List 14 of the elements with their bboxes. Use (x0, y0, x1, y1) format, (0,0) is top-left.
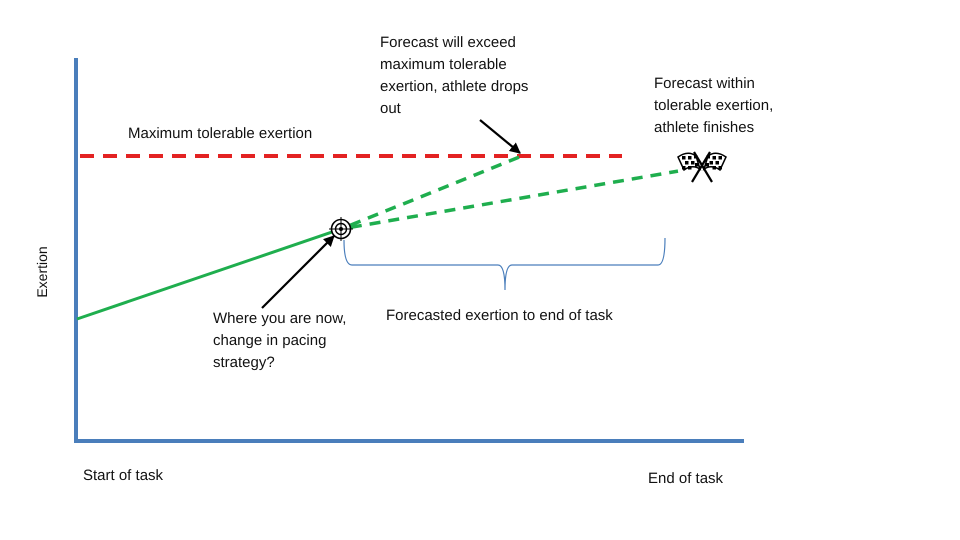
exertion-line (76, 230, 332, 320)
annotation-text: End of task (648, 469, 724, 489)
crosshair-icon (328, 216, 354, 242)
annotation-text: Forecast within tolerable exertion, athlete finishes (654, 74, 774, 138)
arrow (261, 235, 335, 309)
arrow (479, 119, 521, 154)
annotation-text: Forecasted exertion to end of task (386, 306, 613, 326)
axis-title: Exertion (33, 246, 51, 298)
checkered-flags-icon (677, 150, 727, 184)
annotation-text: Start of task (83, 466, 164, 486)
callout-text: Where you are now, change in pacing strategy? (213, 308, 373, 374)
callout-text: Forecast will exceed maximum tolerable exertion, athlete drops out (380, 32, 530, 120)
forecast-line (350, 169, 678, 230)
annotation-text: Maximum tolerable exertion (128, 124, 312, 144)
